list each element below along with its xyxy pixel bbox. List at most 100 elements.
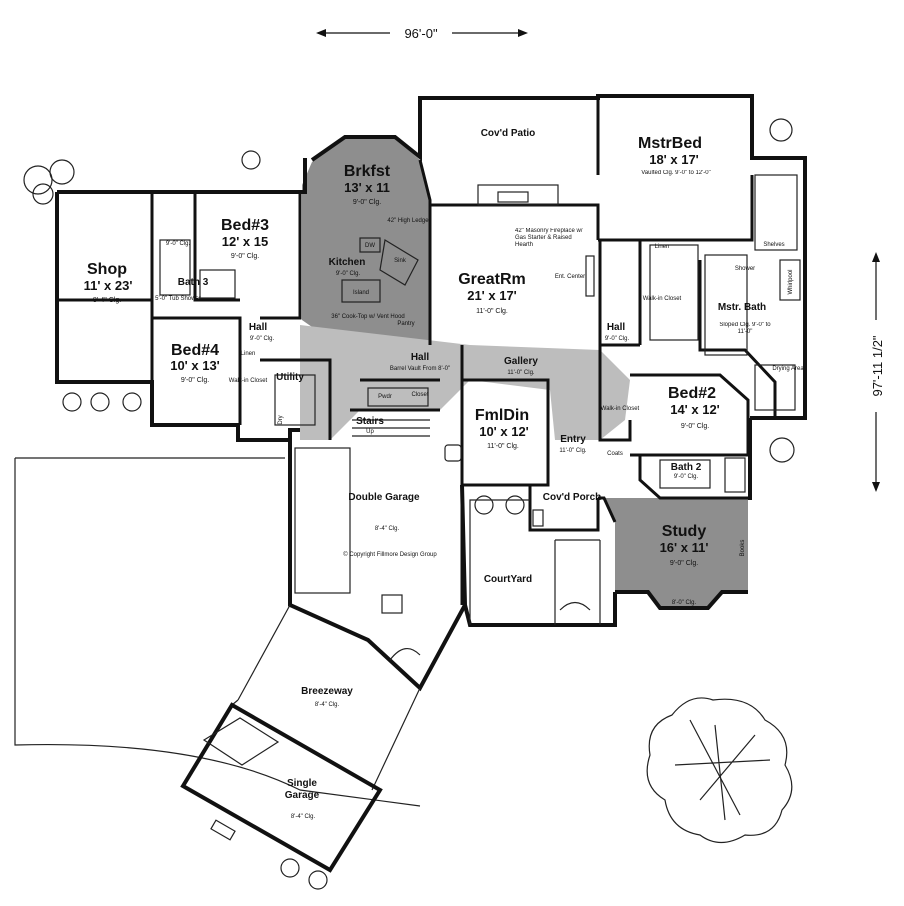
hall-west-name: Hall bbox=[249, 322, 268, 333]
single-garage-ceiling: 8'-4" Clg. bbox=[291, 814, 316, 820]
kitchen-island bbox=[341, 279, 381, 303]
fmldin-name: FmlDin bbox=[475, 407, 529, 424]
large-tree bbox=[646, 697, 793, 844]
gallery-ceiling: 11'-0" Clg. bbox=[507, 370, 535, 376]
shop-name: Shop bbox=[87, 261, 127, 278]
width-dimension: 96'-0" bbox=[316, 26, 528, 41]
bed4-size: 10' x 13' bbox=[170, 358, 220, 373]
depth-dimension: 97'-11 1/2" bbox=[870, 252, 885, 492]
brkfst-ceiling: 9'-0" Clg. bbox=[353, 199, 381, 206]
mstr-shower: Shower bbox=[735, 266, 755, 272]
mstrbed-ceiling: Vaulted Clg. 9'-0" to 12'-0" bbox=[641, 170, 711, 176]
brkfst-size: 13' x 11 bbox=[344, 180, 390, 195]
hall-west-ceiling: 9'-0" Clg. bbox=[250, 336, 275, 342]
utility-counter bbox=[274, 374, 316, 426]
patio-name: Cov'd Patio bbox=[481, 128, 536, 139]
study-books: Books bbox=[740, 540, 746, 557]
breezeway-ceiling: 8'-4" Clg. bbox=[315, 702, 340, 708]
mstr-shelves: Shelves bbox=[763, 242, 784, 248]
room-labels: Shop 11' x 23' 8'-4" Clg. Bed#3 12' x 15… bbox=[84, 128, 805, 820]
hall-east-ceiling: 9'-0" Clg. bbox=[605, 336, 630, 342]
width-label: 96'-0" bbox=[404, 26, 438, 41]
study-size: 16' x 11' bbox=[660, 540, 709, 555]
kitchen-pantry: Pantry bbox=[397, 321, 414, 327]
bath2-ceiling: 9'-0" Clg. bbox=[674, 474, 699, 480]
bed4-ceiling: 9'-0" Clg. bbox=[181, 377, 209, 384]
shop-ceiling: 8'-4" Clg. bbox=[93, 297, 121, 304]
bath3-name: Bath 3 bbox=[178, 277, 209, 288]
ent-center: Ent. Center bbox=[555, 274, 585, 280]
entry-ceiling: 11'-0" Clg. bbox=[559, 448, 587, 454]
bed2-ceiling: 9'-0" Clg. bbox=[681, 423, 709, 430]
utility-walkin: Walk-in Closet bbox=[229, 378, 268, 384]
greatrm-name: GreatRm bbox=[458, 271, 526, 288]
closet-name: Closet bbox=[411, 392, 428, 398]
greatrm-size: 21' x 17' bbox=[467, 288, 517, 303]
double-garage-ceiling: 8'-4" Clg. bbox=[375, 526, 400, 532]
bed2-size: 14' x 12' bbox=[670, 402, 720, 417]
bed3-name: Bed#3 bbox=[221, 217, 269, 234]
mstrbed-size: 18' x 17' bbox=[649, 152, 699, 167]
fmldin-ceiling: 11'-0" Clg. bbox=[487, 443, 519, 450]
utility-linen: Linen bbox=[241, 351, 256, 357]
hall-center-name: Hall bbox=[411, 352, 430, 363]
gallery-floor bbox=[300, 325, 630, 440]
powder-name: Pwdr bbox=[378, 394, 392, 400]
study-floor bbox=[604, 498, 748, 608]
bed3-ceiling: 9'-0" Clg. bbox=[231, 253, 259, 260]
mstr-whirlpool: Whirlpool bbox=[788, 269, 794, 294]
kitchen-cooktop: 36" Cook-Top w/ Vent Hood bbox=[331, 314, 405, 320]
single-garage-name: Single Garage bbox=[284, 778, 320, 801]
fixtures bbox=[159, 174, 801, 527]
study-bay-ceiling: 8'-0" Clg. bbox=[672, 600, 697, 606]
porch-name: Cov'd Porch bbox=[543, 492, 602, 503]
courtyard-walls bbox=[469, 499, 601, 625]
exterior-walls bbox=[55, 94, 807, 627]
greatrm-ceiling: 11'-0" Clg. bbox=[476, 308, 508, 315]
bath3-ceiling: 9'-0" Clg. bbox=[166, 241, 191, 247]
shop-size: 11' x 23' bbox=[84, 278, 133, 293]
bed2-walkin: Walk-in Closet bbox=[601, 406, 640, 412]
mstrbath-ceiling-wrap: Sloped Clg. 9'-0" to 11'-0" bbox=[719, 322, 771, 335]
fmldin-size: 10' x 12' bbox=[479, 424, 529, 439]
study-ceiling: 9'-0" Clg. bbox=[670, 560, 698, 567]
copyright: © Copyright Fillmore Design Group bbox=[343, 551, 437, 558]
hall-east-name: Hall bbox=[607, 322, 626, 333]
entry-coats: Coats bbox=[607, 451, 623, 457]
single-garage-walls bbox=[180, 702, 383, 873]
fireplace-note: 42" Masonry Fireplace w/ Gas Starter & R… bbox=[515, 228, 583, 248]
bath2-name: Bath 2 bbox=[671, 462, 702, 473]
gallery-name: Gallery bbox=[504, 356, 538, 367]
mstrbed-name: MstrBed bbox=[638, 135, 702, 152]
bath3-note: 5'-0" Tub Shower bbox=[155, 296, 201, 302]
fireplace bbox=[477, 184, 559, 206]
kitchen-sink: Sink bbox=[394, 258, 407, 264]
mstr-linen: Linen bbox=[655, 244, 670, 250]
brkfst-kitchen-floor bbox=[302, 138, 430, 350]
double-garage-wrap: Double Garage bbox=[348, 492, 420, 503]
breezeway-name: Breezeway bbox=[301, 686, 353, 697]
depth-label: 97'-11 1/2" bbox=[870, 335, 885, 396]
driveway-edge bbox=[14, 458, 421, 807]
entry-name: Entry bbox=[560, 434, 586, 445]
hall-center-note: Barrel Vault From 8'-0" bbox=[390, 366, 450, 372]
single-garage-wrap: Single Garage bbox=[284, 778, 320, 801]
landscape bbox=[23, 118, 795, 890]
fireplace-note-wrap: 42" Masonry Fireplace w/ Gas Starter & R… bbox=[515, 228, 583, 248]
kitchen-dw: DW bbox=[365, 243, 375, 249]
bed3-size: 12' x 15 bbox=[222, 234, 268, 249]
kitchen-ceiling: 9'-0" Clg. bbox=[336, 271, 361, 277]
utility-dry: Dry bbox=[278, 415, 284, 424]
kitchen-ledge: 42" High Ledge bbox=[387, 218, 429, 224]
courtyard-name: CourtYard bbox=[484, 574, 532, 585]
double-garage-name: Double Garage bbox=[348, 492, 420, 503]
mstrbath-name: Mstr. Bath bbox=[718, 302, 766, 313]
mstr-walkin-closet: Walk-in Closet bbox=[643, 296, 682, 302]
study-name: Study bbox=[662, 523, 707, 540]
water-heater bbox=[444, 444, 462, 462]
brkfst-name: Brkfst bbox=[344, 163, 391, 180]
mstrbath-ceiling: Sloped Clg. 9'-0" to 11'-0" bbox=[719, 322, 771, 335]
bed2-name: Bed#2 bbox=[668, 385, 716, 402]
bed4-name: Bed#4 bbox=[171, 342, 219, 359]
